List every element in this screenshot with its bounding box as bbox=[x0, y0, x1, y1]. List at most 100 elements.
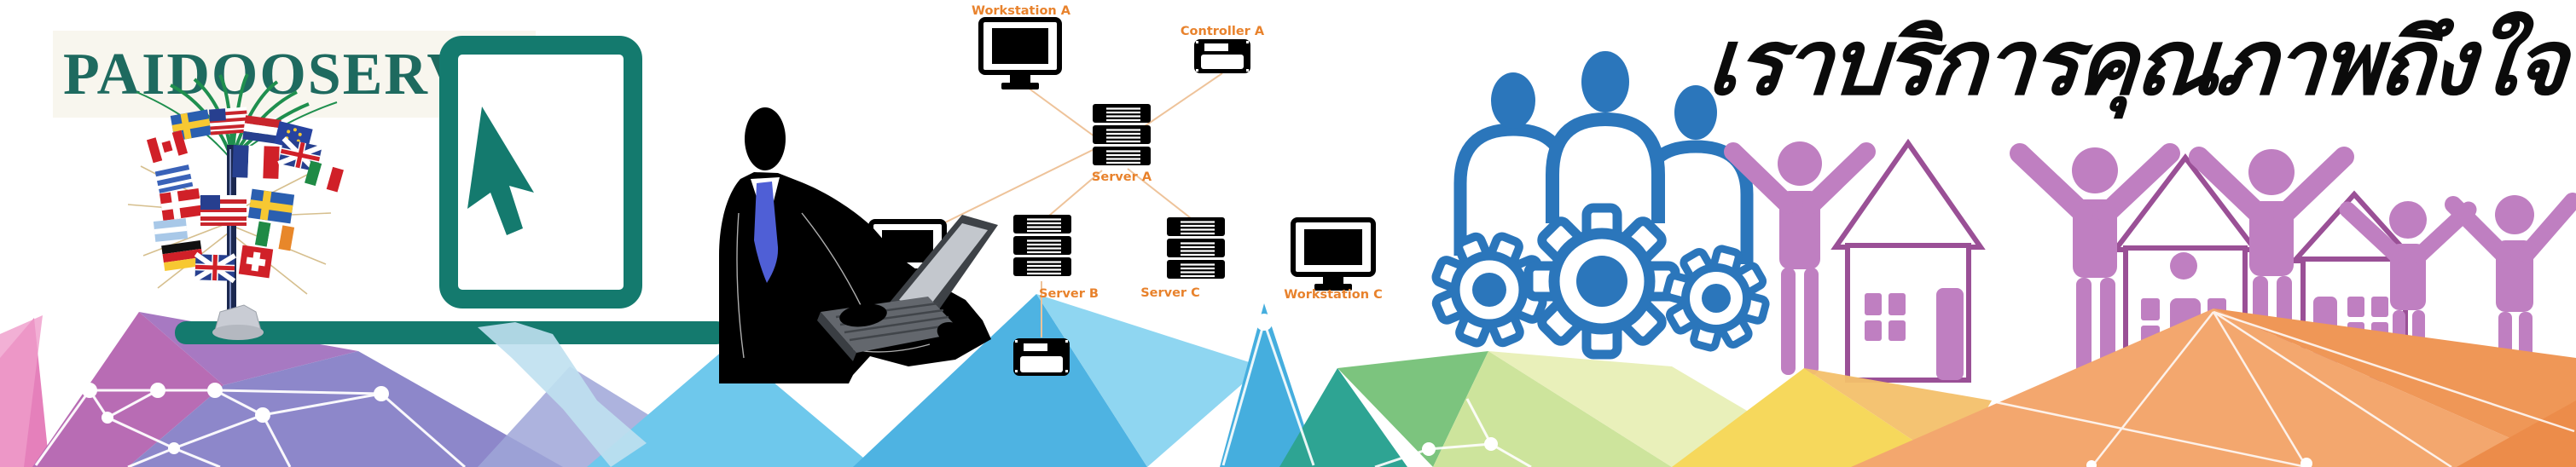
server-grille bbox=[1027, 239, 1061, 254]
node-controller-a bbox=[1194, 39, 1250, 73]
mesh-orange-node bbox=[2086, 460, 2097, 467]
screw bbox=[1015, 370, 1018, 372]
person-head-right bbox=[1674, 85, 1717, 140]
label-controller-a: Controller A bbox=[1181, 25, 1265, 38]
screw bbox=[1196, 41, 1198, 43]
poly-orange-2 bbox=[2213, 308, 2576, 467]
laptop-screen bbox=[439, 36, 642, 308]
held-laptop-edge bbox=[817, 312, 856, 361]
poly-teal bbox=[1279, 368, 1407, 467]
flag-italy-icon bbox=[305, 160, 344, 193]
server-grille bbox=[1181, 221, 1215, 235]
mesh-blue-node bbox=[1256, 314, 1273, 331]
flag-usa-large-icon bbox=[200, 195, 247, 226]
person-head-left bbox=[1491, 72, 1535, 129]
node-server-a bbox=[1093, 104, 1151, 165]
monitor-foot bbox=[1001, 83, 1039, 89]
laptop-base bbox=[175, 321, 728, 344]
laptop-illustration bbox=[175, 36, 728, 344]
label-server-c: Server C bbox=[1140, 286, 1200, 300]
server-grille bbox=[1106, 107, 1140, 122]
flag-pole bbox=[227, 145, 236, 331]
flag-blue-stripes-icon bbox=[154, 164, 194, 193]
cursor-arrow-icon bbox=[467, 107, 534, 235]
monitor-neck bbox=[1010, 72, 1030, 83]
controller-slot bbox=[1024, 343, 1047, 351]
poly-pink-2 bbox=[0, 315, 43, 467]
flag-germany-icon bbox=[161, 239, 204, 272]
controller-face bbox=[1201, 55, 1244, 69]
flags-centerpiece bbox=[127, 73, 344, 340]
server-grille bbox=[1106, 129, 1140, 143]
flag-switzerland-icon bbox=[238, 245, 274, 279]
centerpiece-cone-base bbox=[214, 304, 262, 332]
person-head-center bbox=[1581, 51, 1629, 112]
gear-right-icon bbox=[1662, 245, 1770, 352]
screw bbox=[1246, 69, 1249, 72]
server-grille bbox=[1027, 261, 1061, 275]
screw bbox=[1065, 370, 1068, 372]
mesh-green-node bbox=[1484, 437, 1498, 451]
monitor-foot bbox=[1314, 284, 1352, 291]
poly-green-1 bbox=[1337, 351, 1488, 467]
server-grille bbox=[1181, 263, 1215, 278]
controller-slot bbox=[1204, 43, 1228, 51]
poly-blue-spike bbox=[1220, 303, 1318, 467]
node-server-b bbox=[1013, 215, 1071, 276]
screw bbox=[1015, 340, 1018, 343]
team-gears-illustration bbox=[1431, 51, 1770, 360]
network-links bbox=[937, 72, 1223, 337]
mesh-green bbox=[1374, 398, 1532, 467]
poly-orange-1 bbox=[1851, 308, 2576, 467]
screw bbox=[1246, 41, 1249, 43]
node-workstation-c bbox=[1291, 217, 1376, 291]
node-workstation-a bbox=[978, 17, 1062, 89]
businessman-illustration bbox=[719, 107, 998, 383]
necktie bbox=[754, 182, 779, 283]
person-celebrating bbox=[2010, 143, 2180, 378]
controller-face bbox=[1020, 356, 1063, 372]
typing-hand bbox=[839, 303, 887, 327]
flag-france-icon bbox=[232, 145, 280, 179]
centerpiece-base bbox=[212, 325, 264, 340]
businessman-head bbox=[745, 107, 786, 170]
flag-netherlands-icon bbox=[242, 115, 281, 144]
flags bbox=[146, 107, 344, 284]
tagline-text: เราบริการคุณภาพถึงใจ bbox=[1704, 10, 2576, 119]
gear-center-icon bbox=[1523, 203, 1680, 360]
flag-canada-icon bbox=[146, 130, 189, 164]
screw bbox=[1065, 340, 1068, 343]
mesh-green-node bbox=[1422, 442, 1436, 456]
poly-yellow bbox=[1672, 368, 1953, 467]
flag-sweden-large-icon bbox=[247, 188, 295, 224]
poly-orange-3 bbox=[2457, 401, 2576, 467]
poly-blue-2 bbox=[853, 294, 1147, 467]
screw bbox=[1196, 69, 1198, 72]
pale-blue-shape bbox=[478, 322, 647, 467]
label-workstation-c: Workstation C bbox=[1284, 288, 1382, 302]
flag-denmark-icon bbox=[159, 187, 203, 222]
poly-blue-1 bbox=[587, 345, 874, 467]
mesh-orange bbox=[1995, 310, 2575, 467]
monitor-screen bbox=[992, 28, 1048, 64]
label-server-b: Server B bbox=[1039, 287, 1099, 301]
node-controller-b bbox=[1013, 338, 1070, 376]
server-grille bbox=[1181, 242, 1215, 257]
server-grille bbox=[1027, 218, 1061, 233]
label-workstation-a: Workstation A bbox=[972, 4, 1071, 18]
mesh-purple-nodes bbox=[82, 383, 389, 454]
person-body-center bbox=[1546, 112, 1665, 223]
lowpoly-foreground-orange bbox=[1672, 308, 2576, 467]
node-server-c bbox=[1167, 217, 1225, 279]
flag-usa-icon bbox=[209, 107, 248, 135]
flag-uk-2-icon bbox=[193, 251, 237, 284]
monitor-screen bbox=[1304, 229, 1362, 265]
holding-hand bbox=[937, 321, 971, 347]
flag-ireland-icon bbox=[254, 221, 295, 251]
label-server-a: Server A bbox=[1092, 170, 1152, 184]
lowpoly-background bbox=[0, 294, 1842, 467]
poly-blue-3 bbox=[1036, 294, 1262, 467]
server-grille bbox=[1106, 150, 1140, 164]
